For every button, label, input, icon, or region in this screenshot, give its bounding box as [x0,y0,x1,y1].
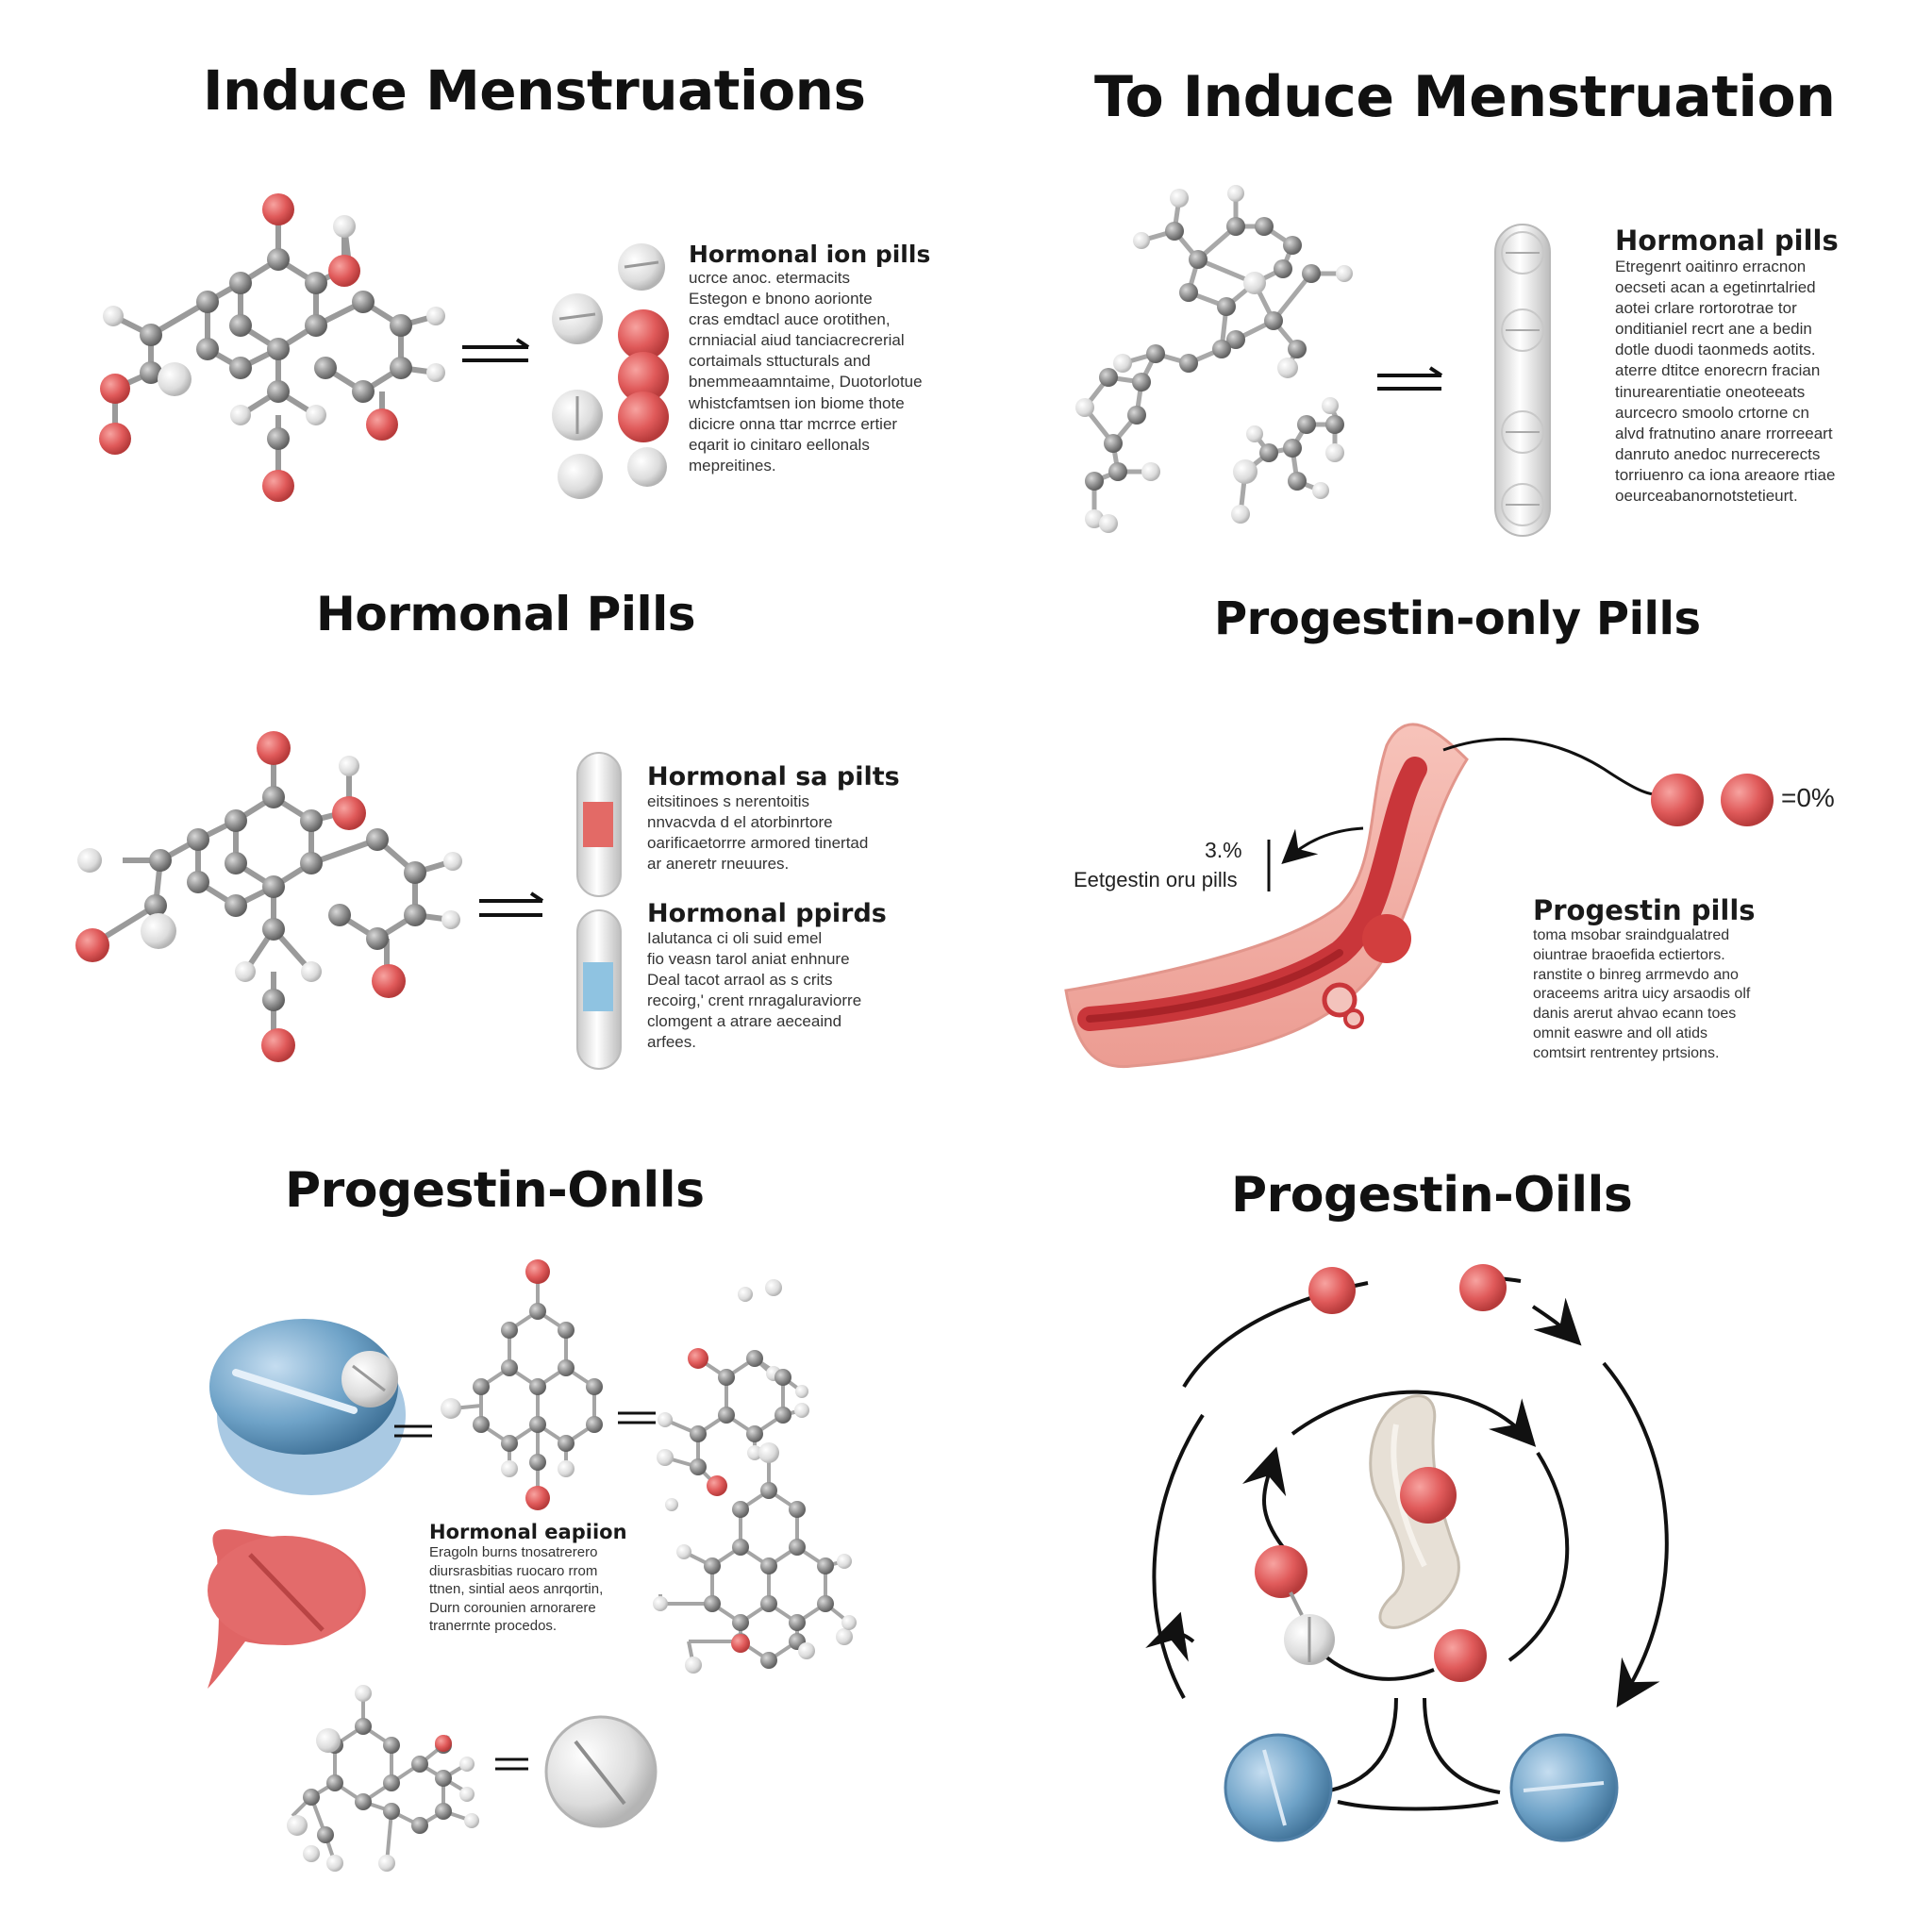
p3-atoms [75,731,462,1062]
blurb-line: oeurceabanornotstetieurt. [1615,487,1798,506]
blurb-line: ranstite o binreg arrmevdo ano [1533,966,1739,983]
p4-blurb-lines: toma msobar sraindgualatred oiuntrae brao… [1533,926,1756,1064]
p4-percent-top: =0% [1781,783,1835,812]
blurb-line: crnniacial aiud tanciacrecrerial [689,331,905,350]
p5-blurb-heading: Hormonal eapiion [429,1521,627,1543]
p6-center-shape [1369,1394,1460,1629]
blurb-line: diursrasbitias ruocaro rrom [429,1562,598,1579]
blurb-line: comtsirt rentrentey prtsions. [1533,1044,1720,1061]
blurb-line: oecseti acan a egetinrtalried [1615,278,1816,297]
p5-red-tablet [208,1529,366,1689]
p4-title: Progestin-only Pills [1214,592,1701,645]
blurb-line: cortaimals sttucturals and [689,352,871,371]
p1-title: Induce Menstruations [203,58,866,123]
blurb-line: dotle duodi taonmeds aotits. [1615,341,1816,359]
blurb-line: toma msobar sraindgualatred [1533,927,1730,943]
blurb-line: dicicre onna ttar mcrrce ertier [689,414,898,433]
p1-blurb: Hormonal ion pills ucrce anoc. etermacit… [689,241,930,476]
p6-title: Progestin-Oills [1231,1167,1633,1224]
p6-blue-pills [1224,1733,1619,1842]
p4-blurb-heading: Progestin pills [1533,894,1756,926]
p5-molecule-b-atoms [657,1279,809,1496]
p4-tissue [1064,723,1469,1069]
blurb-line: eitsitinoes s nerentoitis [647,792,809,810]
blurb-line: omnit easwre and oll atids [1533,1024,1707,1041]
blurb-line: Etregenrt oaitinro erracnon [1615,258,1807,275]
blurb-line: oarificaetorrre armored tinertad [647,834,869,853]
blurb-line: aurcecro smoolo crtorne cn [1615,403,1809,422]
p5-molecule-c-atoms [653,1442,857,1674]
p4-flow-arrow [1267,738,1657,891]
blurb-line: recoirg,' crent rnragaluraviorre [647,991,862,1010]
blurb-line: aotei crlare rortorotrae tor [1615,299,1797,318]
blurb-line: Durn corounien arnorarere [429,1599,596,1616]
p4-hormone-dots [1651,774,1774,826]
p1-atoms [99,193,445,502]
blurb-line: Ialutanca ci oli suid emel [647,929,823,947]
p5-molecule-c [658,1453,851,1666]
p5-blue-tablet [209,1319,406,1495]
p1-blurb-heading: Hormonal ion pills [689,241,931,268]
p3-capsule-red [576,752,622,897]
blurb-line: aterre dtitce enorecrn fracian [1615,361,1821,380]
p1-pill-stack [552,243,669,499]
p3-blurb-1: Hormonal sa pilts eitsitinoes s nerentoi… [647,762,900,874]
p5-white-tablet [544,1715,658,1828]
p1-arrow-icon [462,338,530,362]
p3-arrow-icon [479,891,544,917]
p3-blurb-2-heading: Hormonal ppirds [647,899,887,928]
blurb-line: alvd fratnutino anare rrorreeart [1615,424,1833,442]
blurb-line: ar aneretr rneuures. [647,855,790,874]
p6-cycle-atoms [1255,1264,1507,1682]
p2-blurb-heading: Hormonal pills [1615,225,1839,257]
p3-blurb-1-lines: eitsitinoes s nerentoitis nnvacvda d el a… [647,791,900,874]
p2-atoms [1075,185,1353,533]
p3-title: Hormonal Pills [316,587,696,641]
p2-arrow-icon [1377,366,1443,391]
blurb-line: bnemmeaamntaime, Duotorlotue [689,373,923,391]
blurb-line: danruto anedoc nurrecerects [1615,444,1821,463]
p5-molecule-a-atoms [441,1259,603,1510]
blurb-line: ucrce anoc. etermacits [689,269,851,287]
blurb-line: tranerrnte procedos. [429,1618,558,1634]
p4-blurb: Progestin pills toma msobar sraindgualat… [1533,894,1756,1064]
blurb-line: whistcfamtsen ion biome thote [689,393,905,412]
blurb-line: Estegon e bnono aorionte [689,290,873,308]
p5-molecule-d-atoms [287,1685,479,1872]
blurb-line: cras emdtacl auce orotithen, [689,310,891,329]
blurb-line: oraceems aritra uicy arsaodis olf [1533,986,1751,1003]
blurb-line: onditianiel recrt ane a bedin [1615,320,1812,339]
blurb-line: torriuenro ca iona areaore rtiae [1615,465,1836,484]
blurb-line: Deal tacot arraol as s crits [647,971,833,990]
blurb-line: nnvacvda d el atorbinrtore [647,813,833,832]
p5-blurb-lines: Eragoln burns tnosatrerero diursrasbitias… [429,1543,627,1636]
blurb-line: ttnen, sintial aeos anrqortin, [429,1581,604,1597]
p2-title: To Induce Menstruation [1094,64,1836,130]
blurb-line: arfees. [647,1033,696,1052]
blurb-line: danis arerut ahvao ecann toes [1533,1006,1737,1023]
blurb-line: oiuntrae braoefida ectiertors. [1533,946,1725,963]
p3-blurb-2: Hormonal ppirds Ialutanca ci oli suid em… [647,899,887,1054]
p2-capsule [1494,224,1551,537]
blurb-line: eqarit io cinitaro eellonals [689,435,870,454]
p5-arrows [394,1411,656,1771]
blurb-line: fio veasn tarol aniat enhnure [647,950,850,969]
blurb-line: Eragoln burns tnosatrerero [429,1544,598,1560]
p3-blurb-2-lines: Ialutanca ci oli suid emel fio veasn taro… [647,928,887,1054]
p3-capsule-blue [576,909,622,1070]
p3-blurb-1-heading: Hormonal sa pilts [647,762,900,791]
p4-left-label: Eetgestin oru pills [1074,868,1238,891]
p2-blurb-lines: Etregenrt oaitinro erracnon oecseti acan … [1615,257,1839,507]
blurb-line: mepreitines. [689,456,776,475]
p2-blurb: Hormonal pills Etregenrt oaitinro erracn… [1615,225,1839,507]
blurb-line: clomgent a atrare aeceaind [647,1012,842,1031]
p5-title: Progestin-Onlls [285,1162,705,1219]
p5-blurb: Hormonal eapiion Eragoln burns tnosatrer… [429,1521,627,1636]
p4-percent-left: 3.% [1205,838,1242,862]
blurb-line: tinurearentiatie oneoteeats [1615,382,1806,401]
